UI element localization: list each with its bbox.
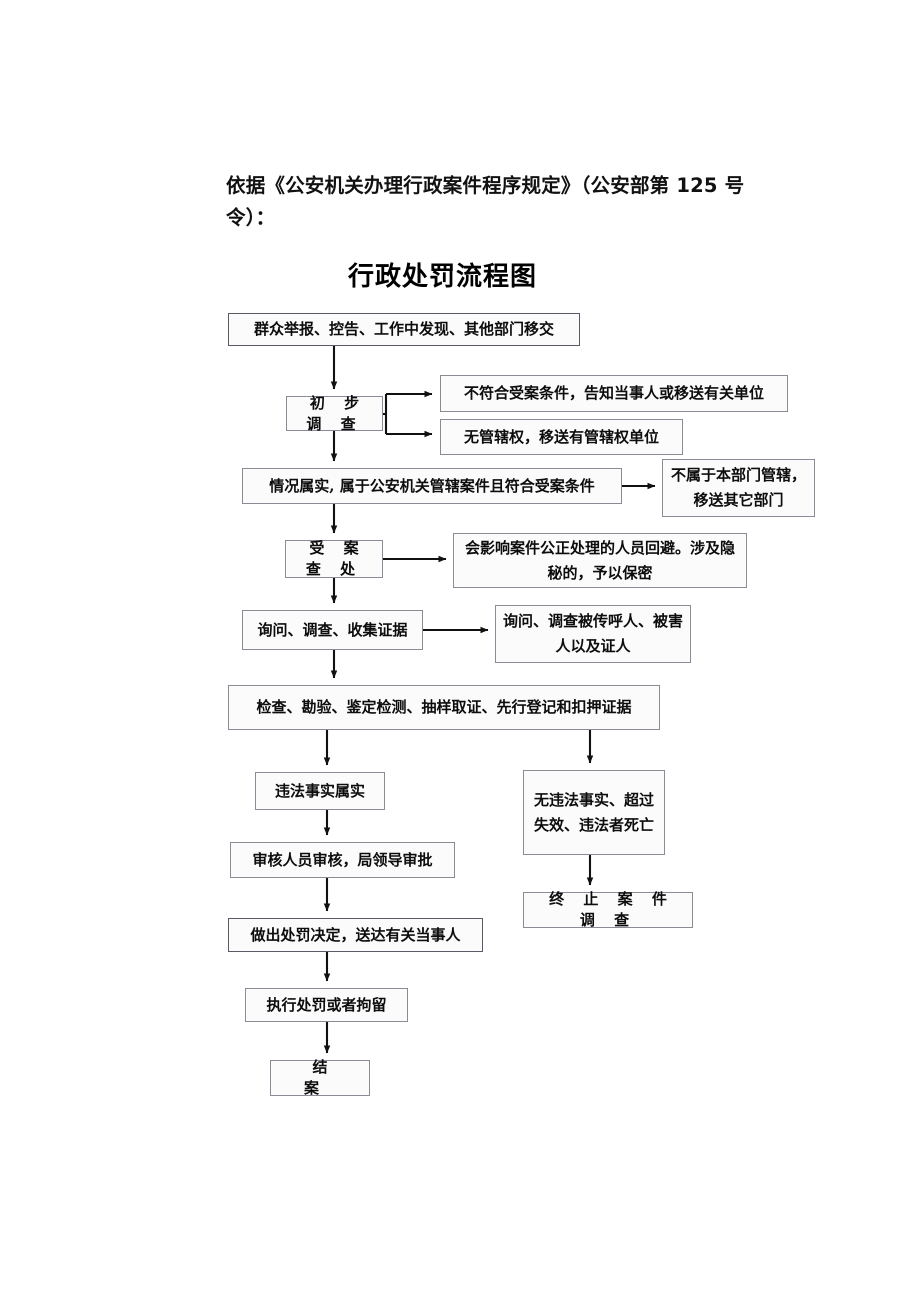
flow-node-label: 违法事实属实 — [274, 781, 365, 800]
flow-node-n13[interactable]: 无违法事实、超过失效、违法者死亡 — [523, 770, 665, 855]
flow-node-n6[interactable]: 不属于本部门管辖，移送其它部门 — [662, 459, 815, 517]
flow-node-n14[interactable]: 审核人员审核，局领导审批 — [230, 842, 455, 878]
flow-node-label: 不符合受案条件，告知当事人或移送有关单位 — [463, 384, 764, 402]
flow-node-label: 会影响案件公正处理的人员回避。涉及隐秘的，予以保密 — [464, 538, 735, 582]
flow-node-label: 检查、勘验、鉴定检测、抽样取证、先行登记和扣押证据 — [256, 698, 632, 716]
flow-node-label: 审核人员审核，局领导审批 — [252, 850, 433, 869]
page-title: 行政处罚流程图 — [0, 256, 920, 293]
flow-node-label: 不属于本部门管辖，移送其它部门 — [670, 466, 806, 509]
flow-node-n11[interactable]: 检查、勘验、鉴定检测、抽样取证、先行登记和扣押证据 — [228, 685, 660, 730]
flow-node-n18[interactable]: 结 案 — [270, 1058, 370, 1097]
flow-node-n9[interactable]: 询问、调查、收集证据 — [242, 610, 423, 650]
flow-node-label: 无管辖权，移送有管辖权单位 — [463, 427, 659, 446]
flow-node-label: 情况属实, 属于公安机关管辖案件且符合受案条件 — [269, 476, 595, 495]
flow-node-n17[interactable]: 执行处罚或者拘留 — [245, 988, 408, 1022]
flow-node-label: 结 案 — [303, 1058, 345, 1097]
flow-node-n2[interactable]: 初 步 调 查 — [286, 394, 383, 433]
flow-node-n15[interactable]: 终 止 案 件 调 查 — [523, 890, 693, 929]
flow-node-label: 群众举报、控告、工作中发现、其他部门移交 — [253, 320, 554, 338]
flow-node-label: 执行处罚或者拘留 — [266, 995, 387, 1014]
flow-node-label: 询问、调查被传呼人、被害人以及证人 — [502, 612, 683, 655]
page-title-text: 行政处罚流程图 — [347, 262, 537, 292]
intro-paragraph: 依据《公安机关办理行政案件程序规定》（公安部第 125 号令）： — [226, 174, 745, 229]
flow-node-n3[interactable]: 不符合受案条件，告知当事人或移送有关单位 — [440, 375, 788, 412]
flow-node-n10[interactable]: 询问、调查被传呼人、被害人以及证人 — [495, 605, 691, 663]
flow-node-label: 初 步 调 查 — [306, 393, 367, 433]
flow-node-n12[interactable]: 违法事实属实 — [255, 772, 385, 810]
flow-node-n1[interactable]: 群众举报、控告、工作中发现、其他部门移交 — [228, 313, 580, 346]
flow-node-n8[interactable]: 会影响案件公正处理的人员回避。涉及隐秘的，予以保密 — [453, 533, 747, 588]
flow-node-label: 询问、调查、收集证据 — [257, 620, 408, 639]
flow-node-n4[interactable]: 无管辖权，移送有管辖权单位 — [440, 419, 683, 455]
flow-node-n7[interactable]: 受 案 查 处 — [285, 539, 383, 578]
flow-node-label: 终 止 案 件 调 查 — [549, 890, 674, 929]
flow-node-n5[interactable]: 情况属实, 属于公安机关管辖案件且符合受案条件 — [242, 468, 622, 504]
flow-node-label: 无违法事实、超过失效、违法者死亡 — [534, 790, 655, 834]
flow-node-n16[interactable]: 做出处罚决定，送达有关当事人 — [228, 918, 483, 952]
flow-node-label: 受 案 查 处 — [305, 539, 366, 578]
flow-node-label: 做出处罚决定，送达有关当事人 — [250, 925, 461, 944]
